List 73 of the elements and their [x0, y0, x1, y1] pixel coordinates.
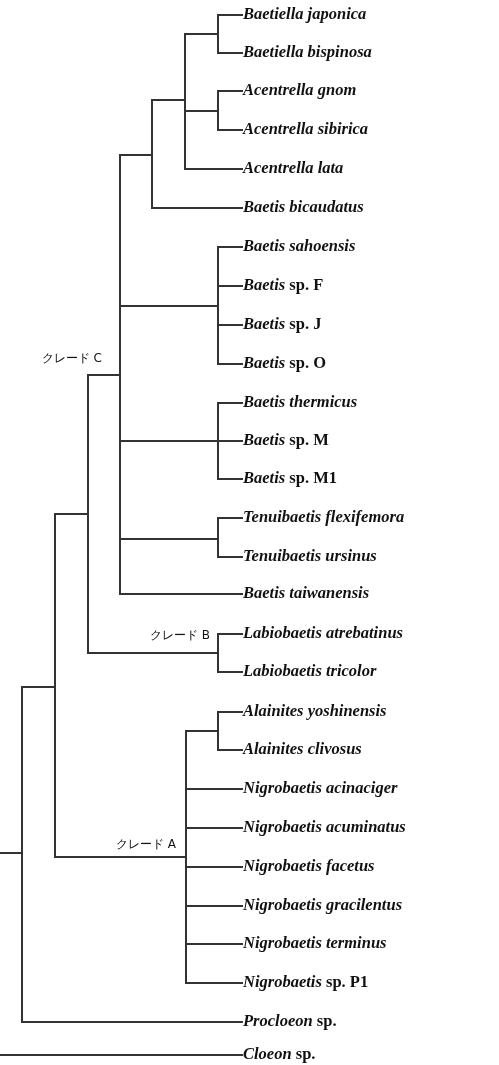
taxon-name: Alainites yoshinensis: [243, 701, 387, 721]
branch-line: [119, 305, 218, 307]
branch-line: [185, 943, 244, 945]
branch-line: [151, 207, 244, 209]
clade-label: クレード C: [41, 350, 102, 366]
branch-line: [217, 363, 244, 365]
taxon-name: Baetis thermicus: [243, 392, 358, 412]
branch-line: [217, 90, 244, 92]
branch-line: [54, 513, 88, 515]
taxon-name: Tenuibaetis ursinus: [243, 546, 377, 566]
branch-line: [217, 324, 244, 326]
branch-line: [119, 593, 244, 595]
branch-line: [217, 556, 244, 558]
taxon-name: Baetis sp. O: [243, 353, 326, 373]
branch-line: [185, 982, 244, 984]
branch-line: [87, 374, 120, 376]
taxon-name: Baetis sp. M1: [243, 468, 337, 488]
branch-line: [185, 866, 244, 868]
taxon-name: Labiobaetis tricolor: [243, 661, 377, 681]
branch-line: [185, 730, 218, 732]
taxon-name: Procloeon sp.: [243, 1011, 337, 1031]
branch-line: [217, 52, 244, 54]
branch-line: [217, 129, 244, 131]
branch-line: [54, 856, 186, 858]
branch-line: [151, 99, 185, 101]
clade-label: クレード B: [149, 627, 210, 643]
branch-line: [217, 440, 244, 442]
branch-line: [217, 285, 244, 287]
taxon-name: Baetis sp. F: [243, 275, 324, 295]
clade-label: クレード A: [115, 836, 176, 852]
taxon-name: Acentrella gnom: [243, 80, 357, 100]
branch-line: [217, 749, 244, 751]
branch-line: [119, 440, 218, 442]
taxon-name: Baetiella japonica: [243, 4, 367, 24]
branch-line: [184, 110, 218, 112]
taxon-name: Nigrobaetis sp. P1: [243, 972, 369, 992]
branch-line: [217, 711, 244, 713]
branch-line: [119, 538, 218, 540]
taxon-name: Nigrobaetis acuminatus: [243, 817, 406, 837]
branch-line: [217, 517, 244, 519]
taxon-name: Cloeon sp.: [243, 1044, 316, 1064]
taxon-name: Baetis sahoensis: [243, 236, 356, 256]
taxon-name: Labiobaetis atrebatinus: [243, 623, 403, 643]
taxon-name: Baetis taiwanensis: [243, 583, 370, 603]
taxon-name: Nigrobaetis terminus: [243, 933, 387, 953]
branch-line: [217, 633, 244, 635]
branch-line: [185, 788, 244, 790]
branch-line: [0, 1054, 244, 1056]
branch-line: [217, 14, 244, 16]
taxon-name: Nigrobaetis gracilentus: [243, 895, 403, 915]
branch-line: [217, 671, 244, 673]
taxon-name: Acentrella lata: [243, 158, 344, 178]
branch-line: [87, 652, 218, 654]
taxon-name: Baetis sp. J: [243, 314, 322, 334]
taxon-name: Baetis sp. M: [243, 430, 329, 450]
branch-line: [21, 686, 55, 688]
taxon-name: Acentrella sibirica: [243, 119, 369, 139]
branch-line: [217, 478, 244, 480]
branch-line: [185, 827, 244, 829]
branch-line: [217, 246, 244, 248]
branch-line: [217, 402, 244, 404]
branch-line: [184, 168, 244, 170]
taxon-name: Nigrobaetis acinaciger: [243, 778, 398, 798]
taxon-name: Nigrobaetis facetus: [243, 856, 375, 876]
branch-line: [0, 852, 22, 854]
taxon-name: Tenuibaetis flexifemora: [243, 507, 405, 527]
branch-line: [184, 33, 218, 35]
taxon-name: Alainites clivosus: [243, 739, 362, 759]
branch-line: [119, 154, 152, 156]
branch-line: [185, 905, 244, 907]
taxon-name: Baetis bicaudatus: [243, 197, 364, 217]
taxon-name: Baetiella bispinosa: [243, 42, 372, 62]
branch-line: [21, 1021, 244, 1023]
